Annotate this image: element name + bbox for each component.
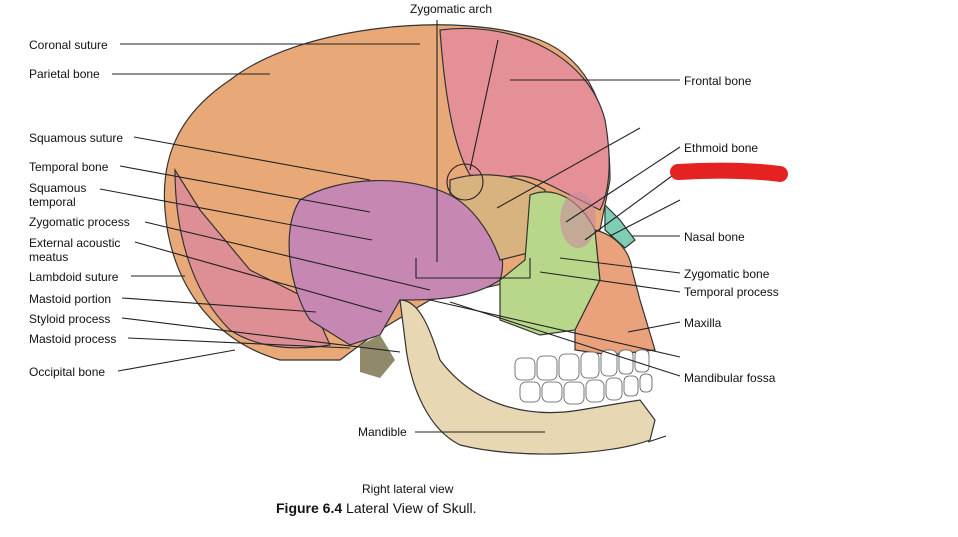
figure-number: Figure 6.4 — [276, 500, 343, 516]
label-nasal-bone: Nasal bone — [684, 230, 745, 244]
label-zygomatic-bone: Zygomatic bone — [684, 267, 770, 281]
occipital-bone-shape — [174, 167, 331, 349]
label-temporal-bone: Temporal bone — [29, 160, 109, 174]
teeth-group — [514, 349, 653, 405]
mandible-shape — [399, 299, 656, 455]
label-squamous-temporal: Squamous temporal — [29, 181, 87, 209]
label-lambdoid-suture: Lambdoid suture — [29, 270, 119, 284]
mastoid-shape — [360, 335, 395, 378]
label-styloid-process: Styloid process — [29, 312, 111, 326]
label-frontal-bone: Frontal bone — [684, 74, 752, 88]
label-ethmoid-bone: Ethmoid bone — [684, 141, 759, 155]
zygomatic-arch-box — [415, 258, 531, 279]
label-mandibular-fossa: Mandibular fossa — [684, 371, 776, 385]
label-maxilla: Maxilla — [684, 316, 722, 330]
label-zygomatic-process: Zygomatic process — [29, 215, 130, 229]
orbit-shape — [560, 192, 596, 248]
label-external-acoustic-meatus: External acoustic meatus — [29, 236, 121, 264]
label-zygomatic-arch: Zygomatic arch — [410, 2, 493, 16]
label-temporal-process: Temporal process — [684, 285, 779, 299]
label-squamous-suture: Squamous suture — [29, 131, 124, 145]
label-parietal-bone: Parietal bone — [29, 67, 100, 81]
frontal-bone-shape — [439, 27, 610, 211]
view-label: Right lateral view — [362, 482, 454, 496]
label-coronal-suture: Coronal suture — [29, 38, 108, 52]
label-mandible: Mandible — [358, 425, 407, 439]
figure-caption-text: Lateral View of Skull. — [342, 500, 477, 516]
label-mastoid-process: Mastoid process — [29, 332, 117, 346]
label-occipital-bone: Occipital bone — [29, 365, 106, 379]
maxilla-bone-shape — [574, 229, 656, 356]
sutural-circle — [446, 163, 484, 201]
label-mastoid-portion: Mastoid portion — [29, 292, 112, 306]
figure-caption: Figure 6.4 Lateral View of Skull. — [276, 500, 477, 516]
red-redaction-mark — [670, 162, 788, 182]
